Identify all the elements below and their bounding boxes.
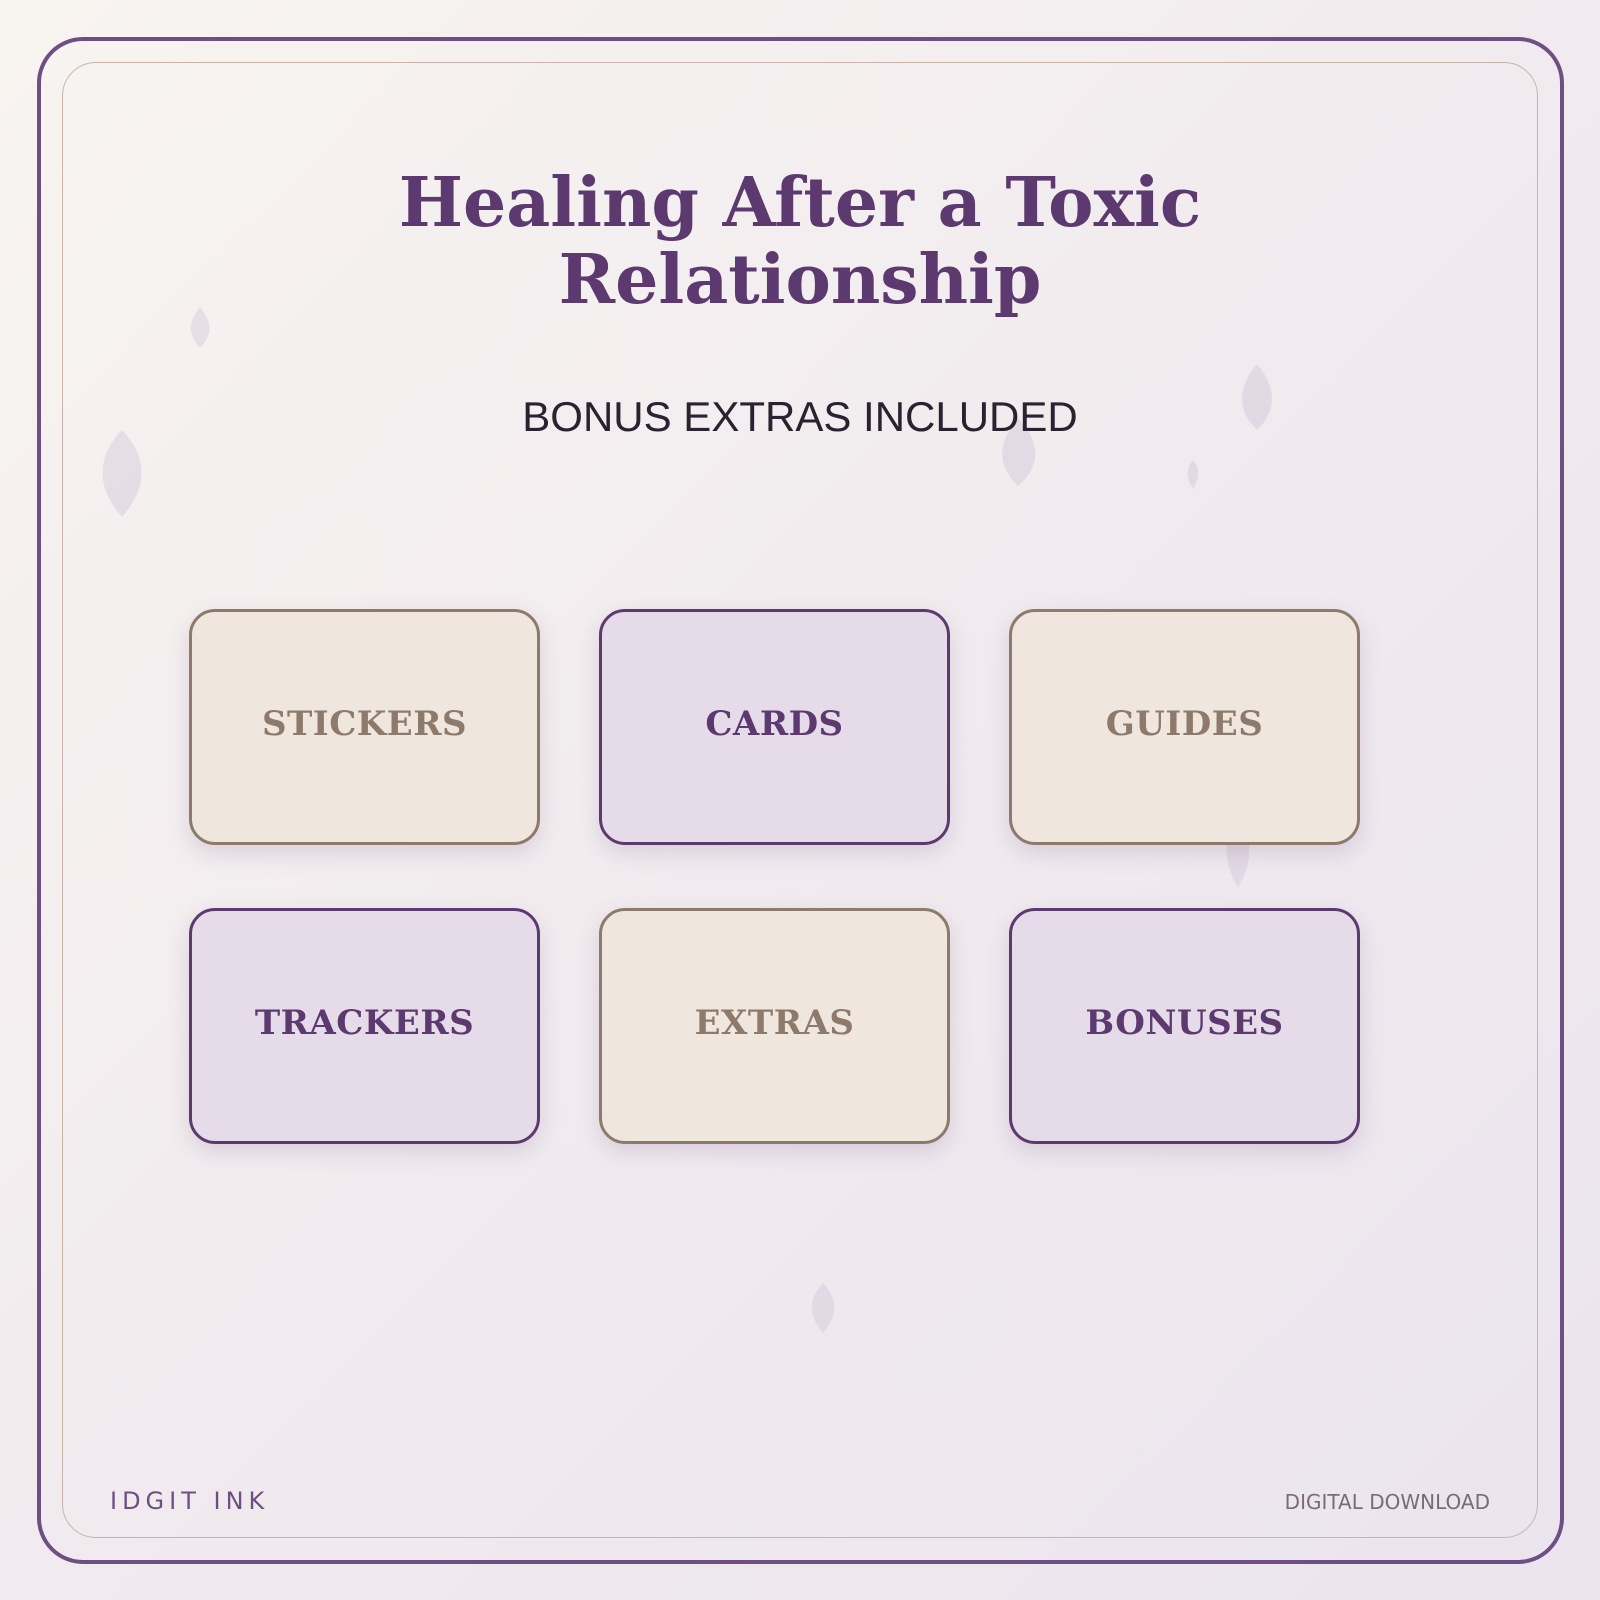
card-extras: EXTRAS: [599, 908, 950, 1144]
card-trackers: TRACKERS: [189, 908, 540, 1144]
petal-icon: [102, 430, 142, 517]
inner-frame: [62, 62, 1538, 1538]
petal-icon: [190, 307, 210, 348]
card-guides: GUIDES: [1009, 609, 1360, 845]
brand-name: IDGIT INK: [110, 1487, 270, 1515]
card-label: CARDS: [705, 704, 844, 744]
card-stickers: STICKERS: [189, 609, 540, 845]
outer-frame: [37, 37, 1564, 1564]
card-label: GUIDES: [1105, 704, 1264, 744]
card-label: EXTRAS: [694, 1003, 855, 1043]
card-label: BONUSES: [1085, 1003, 1284, 1043]
card-label: TRACKERS: [254, 1003, 475, 1043]
petal-icon: [1241, 364, 1273, 430]
card-label: STICKERS: [261, 704, 468, 744]
bonus-grid: STICKERS CARDS GUIDES TRACKERS EXTRAS BO…: [189, 609, 1361, 1147]
card-cards: CARDS: [599, 609, 950, 845]
petal-icon: [811, 1283, 835, 1333]
digital-download-tag: DIGITAL DOWNLOAD: [1284, 1490, 1490, 1514]
card-bonuses: BONUSES: [1009, 908, 1360, 1144]
page-title: Healing After a Toxic Relationship: [398, 163, 1202, 320]
page-subtitle: BONUS EXTRAS INCLUDED: [522, 393, 1078, 440]
petal-icon: [1187, 460, 1199, 489]
petal-icon: [1002, 418, 1036, 486]
